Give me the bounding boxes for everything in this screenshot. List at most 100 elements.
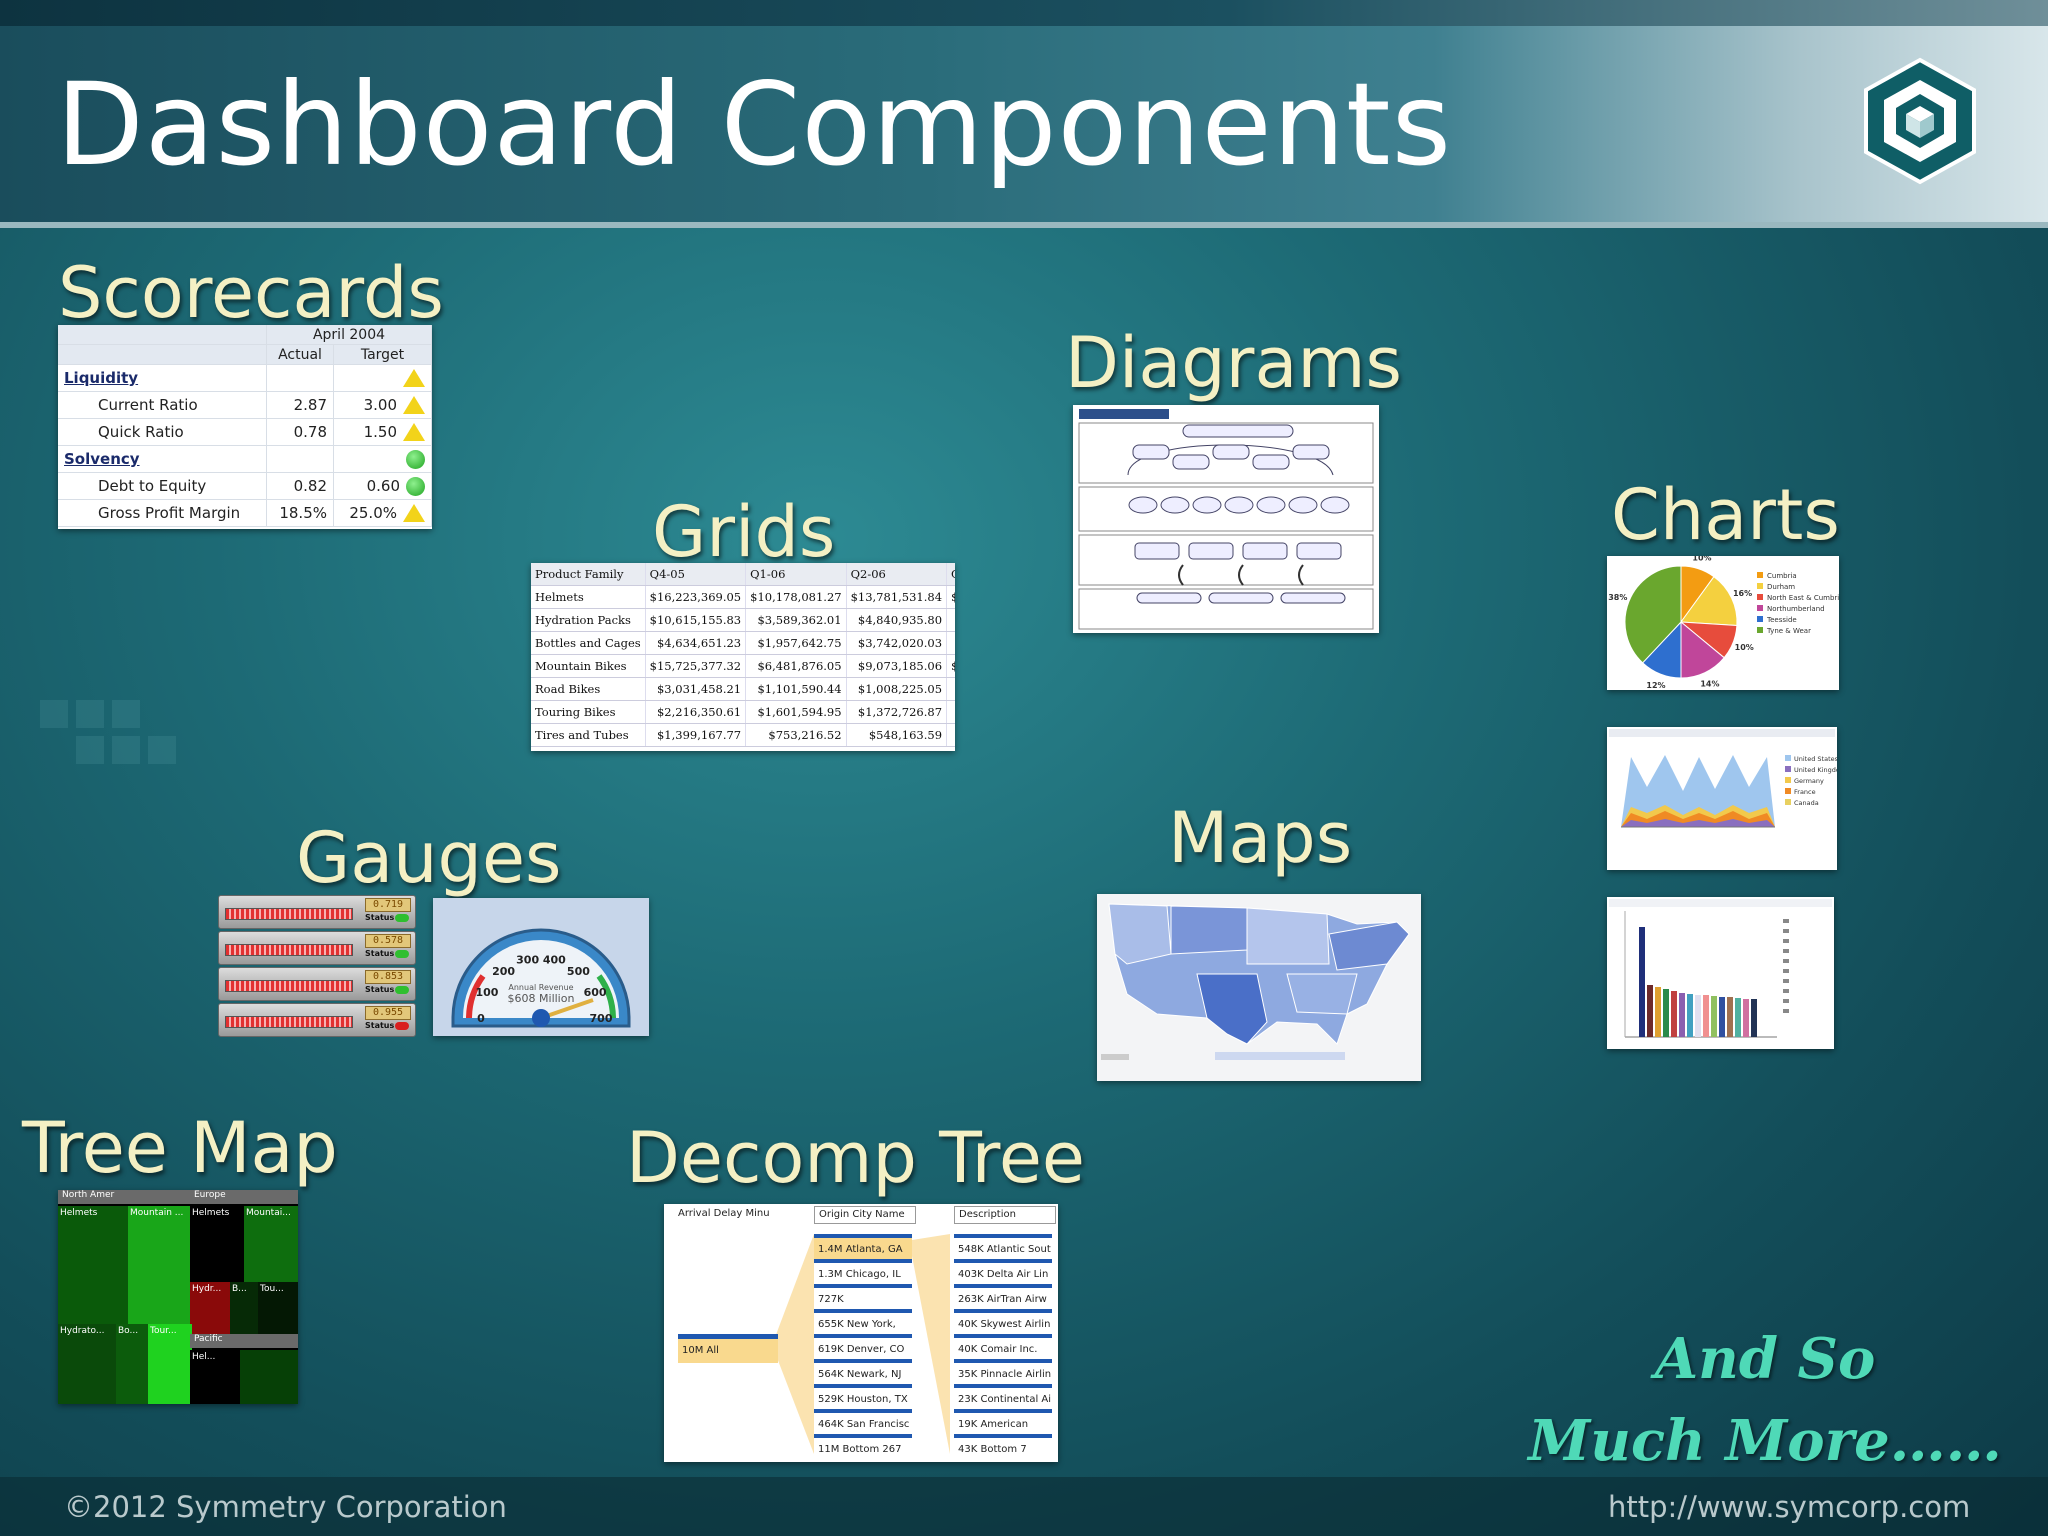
scorecard-row-label: Quick Ratio xyxy=(58,418,267,446)
pie-legend-label: Tyne & Wear xyxy=(1766,627,1811,635)
pie-slice-label: 14% xyxy=(1700,680,1719,689)
grid-cell: $15,725,377.32 xyxy=(645,654,747,678)
grid-cell: Helmets xyxy=(531,585,646,609)
scorecard-actual: 0.82 xyxy=(266,472,335,500)
section-title-charts: Charts xyxy=(1611,474,1840,556)
decomp-city-node[interactable]: 727K Dallas/Ft.Wor xyxy=(814,1284,912,1329)
decomp-carrier-node[interactable]: 43K Bottom 7 xyxy=(954,1434,1052,1462)
pie-legend-swatch xyxy=(1757,627,1763,633)
grid-cell: $4,634,651.23 xyxy=(645,631,747,655)
dial-tick-label: 200 xyxy=(492,965,515,978)
grid-cell: $12,936,690.58 xyxy=(946,654,955,678)
decomp-city-node[interactable]: 1.4M Atlanta, GA xyxy=(814,1234,912,1262)
grid-header-cell[interactable]: Q2-06 xyxy=(846,563,948,586)
pie-legend-swatch xyxy=(1757,572,1763,578)
decomp-city-node[interactable]: 564K Newark, NJ xyxy=(814,1359,912,1387)
decomp-city-node[interactable]: 1.3M Chicago, IL xyxy=(814,1259,912,1287)
grid-header-cell[interactable]: Q3-06 xyxy=(946,563,955,586)
decomp-city-node[interactable]: 655K New York, NY xyxy=(814,1309,912,1354)
grid-cell: $1,008,225.05 xyxy=(846,677,948,701)
scorecard-row-label: Solvency xyxy=(58,445,267,473)
us-map xyxy=(1101,903,1410,1060)
decomp-tree-panel: Arrival Delay Minu Origin City Name Desc… xyxy=(664,1204,1058,1462)
area-legend-label: Canada xyxy=(1794,799,1819,807)
grid-cell: Mountain Bikes xyxy=(531,654,646,678)
decomp-city-node[interactable]: 619K Denver, CO xyxy=(814,1334,912,1362)
pie-legend-label: North East & Cumbria xyxy=(1767,594,1839,602)
grid-cell: $9,165,852.49 xyxy=(946,608,955,632)
section-title-grids: Grids xyxy=(652,491,836,573)
grid-row: Touring Bikes$2,216,350.61$1,601,594.95$… xyxy=(531,700,955,724)
grid-cell: Touring Bikes xyxy=(531,700,646,724)
pie-slice xyxy=(1624,565,1682,664)
grid-row: Mountain Bikes$15,725,377.32$6,481,876.0… xyxy=(531,654,955,678)
area-legend-label: United States xyxy=(1794,755,1837,763)
area-legend-label: United Kingdom xyxy=(1794,766,1837,774)
decomp-col2-header[interactable]: Origin City Name xyxy=(814,1206,916,1224)
decomp-carrier-node[interactable]: 40K Comair Inc. xyxy=(954,1334,1052,1362)
grid-cell: $9,073,185.06 xyxy=(846,654,948,678)
grid-cell: $3,742,020.03 xyxy=(846,631,948,655)
grid-cell: $1,100,499.89 xyxy=(946,723,955,747)
grid-cell: $3,031,458.21 xyxy=(645,677,747,701)
status-led-icon xyxy=(395,914,409,922)
more-line-1: And So xyxy=(1654,1326,1876,1392)
dial-tick-label: 0 xyxy=(477,1012,485,1025)
grid-cell: $1,372,726.87 xyxy=(846,700,948,724)
decomp-carrier-node[interactable]: 548K Atlantic Sout xyxy=(954,1234,1052,1262)
scorecard-target: 3.00 xyxy=(333,391,432,419)
section-title-diagrams: Diagrams xyxy=(1065,322,1403,404)
footer-copyright: ©2012 Symmetry Corporation xyxy=(64,1490,507,1524)
decomp-carrier-node[interactable]: 40K Skywest Airlin xyxy=(954,1309,1052,1337)
dial-tick-label: 300 xyxy=(516,954,539,967)
treemap-cell xyxy=(240,1350,298,1404)
decomp-carrier-node[interactable]: 35K Pinnacle Airlin xyxy=(954,1359,1052,1387)
symmetry-logo-icon xyxy=(1864,57,1976,185)
dial-tick-label: 600 xyxy=(584,986,607,999)
decomp-col3-header[interactable]: Description xyxy=(954,1206,1056,1224)
decomp-root-header: Arrival Delay Minu xyxy=(678,1208,770,1219)
pie-legend-swatch xyxy=(1757,594,1763,600)
decomp-city-node[interactable]: 529K Houston, TX xyxy=(814,1384,912,1412)
decomp-city-node[interactable]: 464K San Francisc xyxy=(814,1409,912,1437)
decorative-tile xyxy=(112,700,140,728)
grid-row: Helmets$16,223,369.05$10,178,081.27$13,7… xyxy=(531,585,955,609)
decorative-tile xyxy=(148,736,176,764)
scorecard-target: 25.0% xyxy=(333,499,432,527)
decomp-carrier-node[interactable]: 23K Continental Ai xyxy=(954,1384,1052,1412)
decomp-root-node[interactable]: 10M All xyxy=(678,1334,778,1363)
decorative-tile xyxy=(76,700,104,728)
grid-cell: $548,163.59 xyxy=(846,723,948,747)
grid-cell: $2,292,834.40 xyxy=(946,700,955,724)
grid-header-cell[interactable]: Q1-06 xyxy=(745,563,847,586)
treemap-cell: Hydrato... xyxy=(58,1324,118,1404)
treemap-cell: Helmets xyxy=(58,1206,130,1326)
decomp-carrier-node[interactable]: 403K Delta Air Lin xyxy=(954,1259,1052,1287)
footer-url[interactable]: http://www.symcorp.com xyxy=(1608,1490,1971,1524)
status-warning-icon xyxy=(403,504,425,523)
scorecard-row-label: Gross Profit Margin xyxy=(58,499,267,527)
scorecard-target: 0.60 xyxy=(333,472,432,500)
scorecard-target-value: 1.50 xyxy=(363,422,397,441)
decomp-carrier-node[interactable]: 19K American Airlin xyxy=(954,1409,1052,1454)
grid-cell: $6,481,876.05 xyxy=(745,654,847,678)
grid-cell: $2,229,198.92 xyxy=(946,677,955,701)
decomp-city-node[interactable]: 11M Bottom 267 xyxy=(814,1434,912,1462)
bullet-gauge-bar xyxy=(225,908,353,920)
grid-cell: Tires and Tubes xyxy=(531,723,646,747)
scorecard-target-value: 0.60 xyxy=(366,476,400,495)
bullet-gauge-status-label: Status xyxy=(365,985,395,994)
grid-row: Road Bikes$3,031,458.21$1,101,590.44$1,0… xyxy=(531,677,955,701)
scorecard-col-actual: Actual xyxy=(266,344,335,365)
grid-row: Hydration Packs$10,615,155.83$3,589,362.… xyxy=(531,608,955,632)
grid-header-cell[interactable]: Q4-05 xyxy=(645,563,747,586)
pie-slice xyxy=(1680,575,1738,627)
decomp-carrier-node[interactable]: 263K AirTran Airw xyxy=(954,1284,1052,1312)
status-ok-icon xyxy=(406,449,425,469)
scorecard-period: April 2004 xyxy=(266,325,432,345)
